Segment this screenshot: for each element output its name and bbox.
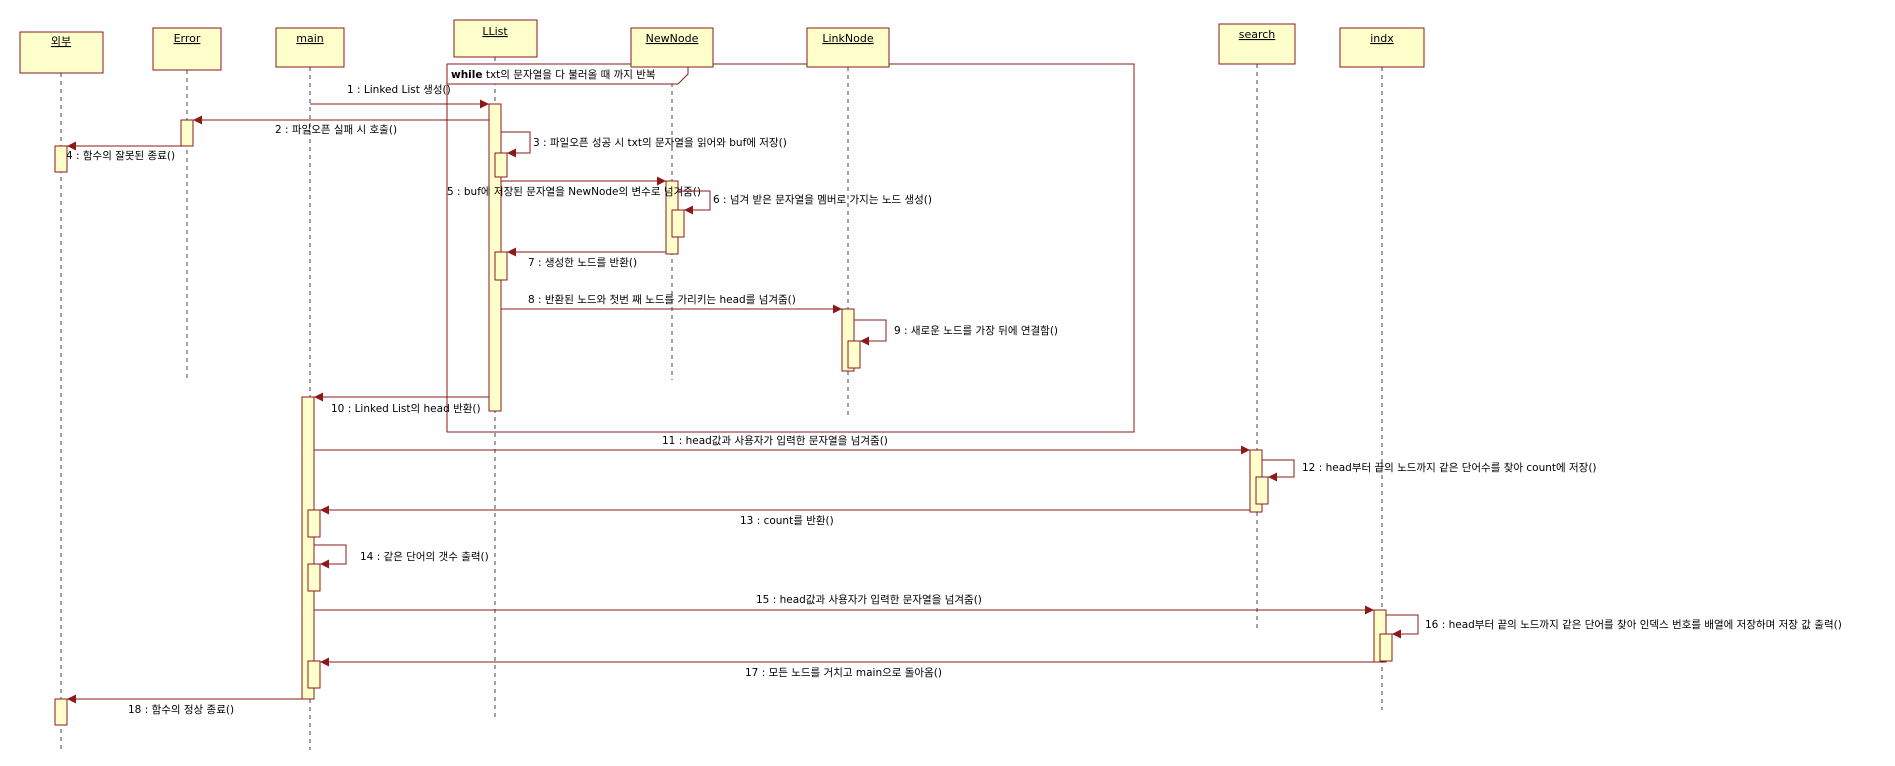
- object-search[interactable]: search: [1218, 23, 1296, 65]
- message-4-label: 4 : 함수의 잘못된 종료(): [66, 150, 175, 162]
- object-linknode-label: LinkNode: [822, 32, 873, 45]
- loop-frame: [446, 63, 1135, 433]
- message-17-label: 17 : 모든 노드를 거치고 main으로 돌아옴(): [745, 667, 942, 679]
- activation-external-1: [54, 145, 68, 173]
- message-16-label: 16 : head부터 끝의 노드까지 같은 단어를 찾아 인덱스 번호를 배열…: [1425, 618, 1842, 631]
- message-16-arrow: [1386, 614, 1419, 639]
- activation-main-14: [307, 563, 321, 592]
- message-9-label: 9 : 새로운 노드를 가장 뒤에 연결함(): [894, 325, 1058, 337]
- activation-main: [301, 396, 315, 700]
- object-linknode[interactable]: LinkNode: [806, 27, 890, 68]
- message-15-label: 15 : head값과 사용자가 입력한 문자열을 넘겨줌(): [756, 593, 982, 606]
- activation-main-13: [307, 509, 321, 538]
- message-6-arrow: [678, 190, 711, 215]
- object-newnode-label: NewNode: [646, 32, 699, 45]
- activation-external-2: [54, 698, 68, 726]
- object-error[interactable]: Error: [152, 27, 222, 71]
- activation-linknode-self: [847, 340, 861, 369]
- message-2-label: 2 : 파일오픈 실패 시 호출(): [275, 123, 397, 136]
- message-5-label: 5 : buf에 저장된 문자열을 NewNode의 변수로 넘겨줌(): [447, 186, 701, 198]
- message-12-label: 12 : head부터 끝의 노드까지 같은 단어수를 찾아 count에 저장…: [1302, 462, 1597, 474]
- message-8-label: 8 : 반환된 노드와 첫번 째 노드를 가리키는 head를 넘겨줌(): [528, 294, 796, 306]
- message-10-label: 10 : Linked List의 head 반환(): [331, 403, 481, 415]
- loop-frame-label: while txt의 문자열을 다 불러올 때 까지 반복: [451, 69, 656, 81]
- object-main-label: main: [296, 32, 324, 45]
- object-main[interactable]: main: [275, 27, 345, 68]
- activation-search-self: [1255, 476, 1269, 505]
- activation-llist-read: [494, 152, 508, 178]
- loop-condition: txt의 문자열을 다 불러올 때 까지 반복: [483, 69, 656, 81]
- object-search-label: search: [1239, 28, 1276, 41]
- message-11-label: 11 : head값과 사용자가 입력한 문자열을 넘겨줌(): [662, 434, 888, 447]
- object-newnode[interactable]: NewNode: [630, 27, 714, 68]
- activation-main-17: [307, 660, 321, 689]
- message-1-label: 1 : Linked List 생성(): [347, 84, 451, 96]
- activation-indx-self: [1379, 633, 1393, 662]
- object-indx-label: indx: [1370, 32, 1394, 45]
- message-3-arrow: [501, 131, 531, 158]
- message-13-label: 13 : count를 반환(): [740, 515, 834, 527]
- object-llist[interactable]: LList: [453, 19, 538, 58]
- object-error-label: Error: [174, 32, 201, 45]
- message-14-arrow: [314, 544, 347, 569]
- message-7-label: 7 : 생성한 노드를 반환(): [528, 257, 637, 269]
- message-14-label: 14 : 같은 단어의 갯수 출력(): [360, 551, 489, 563]
- object-indx[interactable]: indx: [1339, 27, 1425, 68]
- activation-error: [180, 119, 194, 147]
- object-llist-label: LList: [482, 25, 508, 38]
- message-18-label: 18 : 함수의 정상 종료(): [128, 704, 234, 716]
- message-6-label: 6 : 넘겨 받은 문자열을 멤버로 가지는 노드 생성(): [713, 194, 932, 206]
- activation-llist-return: [494, 251, 508, 281]
- message-3-label: 3 : 파일오픈 성공 시 txt의 문자열을 읽어와 buf에 저장(): [533, 136, 787, 149]
- object-external[interactable]: 외부: [19, 31, 104, 74]
- object-external-label: 외부: [51, 35, 71, 48]
- message-12-arrow: [1262, 459, 1295, 482]
- activation-newnode-self: [671, 209, 685, 238]
- message-9-arrow: [854, 319, 887, 346]
- loop-keyword: while: [451, 69, 483, 81]
